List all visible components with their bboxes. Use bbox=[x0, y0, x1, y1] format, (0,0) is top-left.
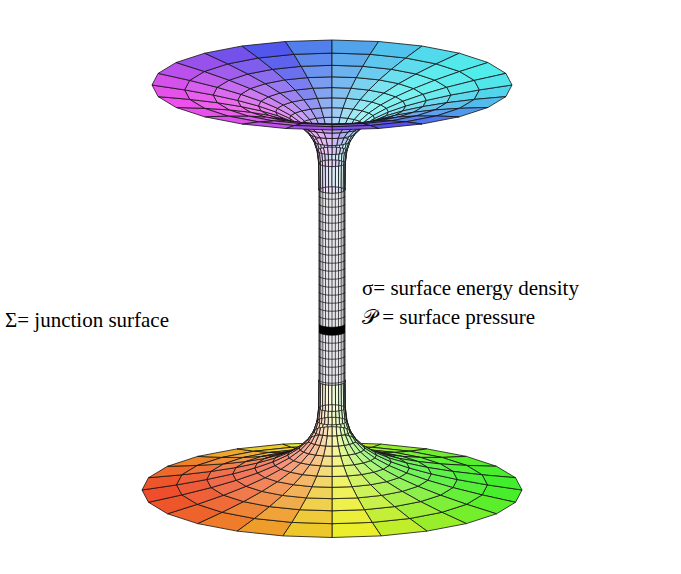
top-funnel-patch bbox=[460, 97, 506, 109]
bottom-funnel-patch bbox=[356, 439, 365, 449]
top-funnel-patch bbox=[332, 133, 340, 139]
junction-band bbox=[319, 324, 345, 335]
top-funnel-patch bbox=[242, 42, 294, 59]
top-funnel-patch bbox=[294, 53, 332, 66]
bottom-funnel-patch bbox=[332, 487, 358, 499]
energy-density-label: σ= surface energy density bbox=[362, 277, 579, 300]
top-funnel-patch bbox=[474, 73, 512, 90]
bottom-funnel-patch bbox=[332, 436, 338, 446]
throat-grid-ring bbox=[319, 292, 345, 295]
bottom-funnel-patch bbox=[344, 379, 346, 408]
throat-grid-ring bbox=[319, 204, 345, 207]
top-funnel-patch bbox=[205, 116, 259, 124]
bottom-funnel-patch bbox=[407, 463, 432, 474]
throat-grid-line bbox=[325, 191, 326, 385]
throat-grid-ring bbox=[319, 196, 345, 199]
throat-grid-line bbox=[328, 191, 329, 385]
top-funnel-patch bbox=[308, 77, 332, 88]
bottom-funnel-patch bbox=[332, 498, 364, 511]
bottom-funnel-patch bbox=[332, 446, 341, 456]
top-funnel-patch bbox=[321, 108, 332, 118]
bottom-funnel-patch bbox=[347, 420, 351, 431]
top-funnel-patch bbox=[332, 138, 338, 145]
throat-grid-ring bbox=[319, 316, 345, 319]
throat-grid-ring bbox=[319, 276, 345, 279]
bottom-funnel-patch bbox=[482, 475, 522, 490]
throat-grid-ring bbox=[319, 300, 345, 303]
throat-grid-ring bbox=[319, 364, 345, 367]
top-funnel-patch bbox=[403, 94, 426, 106]
top-funnel-patch bbox=[332, 126, 379, 131]
throat-grid-line bbox=[344, 189, 345, 383]
top-funnel-patch bbox=[285, 40, 332, 54]
throat-cylinder bbox=[319, 188, 345, 385]
top-funnel-patch bbox=[436, 108, 488, 117]
pressure-label: 𝒫 = surface pressure bbox=[362, 306, 535, 329]
throat-grid-ring bbox=[319, 260, 345, 263]
top-funnel-patch bbox=[343, 162, 345, 190]
bottom-funnel-patch bbox=[332, 476, 352, 487]
bottom-funnel-patch bbox=[318, 379, 320, 408]
bottom-funnel-patch bbox=[389, 458, 409, 468]
top-funnel-patch bbox=[317, 98, 332, 108]
throat-grid-line bbox=[332, 191, 333, 385]
bottom-funnel-patch bbox=[453, 471, 488, 485]
throat-grid-ring bbox=[319, 244, 345, 247]
bottom-funnel-patch bbox=[428, 468, 457, 480]
throat-grid-ring bbox=[319, 380, 345, 383]
bottom-funnel-patch bbox=[332, 522, 381, 537]
top-funnel-patch bbox=[423, 87, 451, 100]
top-funnel-patch bbox=[370, 122, 422, 129]
top-funnel-patch bbox=[176, 108, 228, 117]
throat-grid-ring bbox=[319, 372, 345, 375]
top-funnel-patch bbox=[313, 88, 332, 99]
top-funnel-patch bbox=[387, 101, 406, 112]
bottom-funnel-patch bbox=[273, 452, 289, 462]
bottom-funnel-patch bbox=[364, 446, 377, 455]
throat-grid-ring bbox=[319, 236, 345, 239]
throat-grid-ring bbox=[319, 340, 345, 343]
throat-grid-line bbox=[343, 190, 344, 384]
throat-grid-line bbox=[341, 190, 342, 384]
throat-grid-ring bbox=[319, 348, 345, 351]
bottom-funnel-patch bbox=[350, 430, 357, 440]
throat-grid-ring bbox=[319, 252, 345, 255]
throat-grid-line bbox=[338, 191, 339, 385]
throat-grid-ring bbox=[319, 268, 345, 271]
throat-grid-ring bbox=[319, 220, 345, 223]
top-funnel-patch bbox=[447, 80, 480, 95]
throat-grid-line bbox=[320, 190, 321, 384]
throat-grid-line bbox=[319, 189, 320, 383]
throat-grid-ring bbox=[319, 308, 345, 311]
throat-grid-ring bbox=[319, 212, 345, 215]
throat-grid-ring bbox=[319, 228, 345, 231]
throat-grid-ring bbox=[319, 284, 345, 287]
throat-grid-line bbox=[335, 191, 336, 385]
throat-grid-line bbox=[322, 190, 323, 384]
top-funnel-patch bbox=[344, 162, 346, 190]
top-funnel-patch bbox=[301, 65, 332, 77]
top-funnel-patch bbox=[318, 162, 320, 190]
bottom-funnel-patch bbox=[375, 452, 391, 462]
bottom-funnel-patch bbox=[332, 510, 372, 524]
bottom-funnel-patch bbox=[345, 407, 347, 421]
junction-label: Σ= junction surface bbox=[5, 309, 169, 332]
bottom-funnel-patch bbox=[332, 456, 344, 466]
bottom-funnel-patch bbox=[142, 475, 182, 490]
throat-grid-ring bbox=[319, 356, 345, 359]
bottom-funnel-patch bbox=[332, 466, 347, 477]
